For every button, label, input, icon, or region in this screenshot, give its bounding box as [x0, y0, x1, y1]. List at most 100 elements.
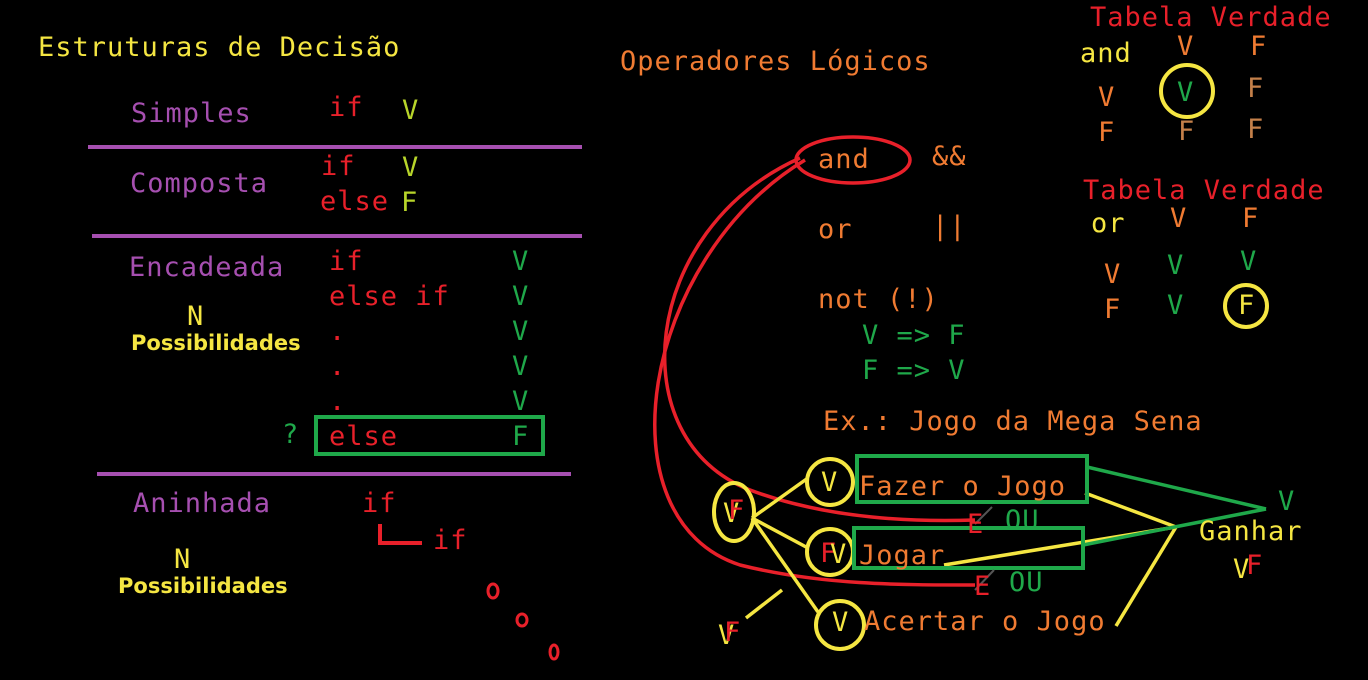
- encadeada-row-else: else: [329, 421, 399, 452]
- encadeada-value-4: V: [512, 351, 530, 382]
- bottom-left-f: F: [724, 617, 742, 648]
- circle-left-value: V: [723, 498, 741, 529]
- left-result-circle: [712, 481, 756, 543]
- ganhar-f-bottom: F: [1246, 550, 1264, 581]
- composta-label: Composta: [130, 168, 269, 199]
- and-cell-vf: F: [1247, 73, 1265, 104]
- composta-f: F: [401, 187, 419, 218]
- composta-v: V: [402, 152, 420, 183]
- ganhar-v-top: V: [1278, 486, 1296, 517]
- nested-if-bracket: [378, 524, 422, 545]
- link-jogar-ganhar-g: [1082, 507, 1267, 547]
- and-cell-fv: F: [1178, 116, 1196, 147]
- fazer-o-jogo: Fazer o Jogo: [859, 471, 1067, 502]
- or-result-circle: [1223, 283, 1269, 329]
- bottom-left-v: V: [718, 620, 736, 651]
- or-col-header-v: V: [1170, 203, 1188, 234]
- op-not: not (!): [818, 284, 939, 315]
- acertar-circle: [814, 599, 866, 651]
- link-fazer-ganhar-g: [1086, 465, 1267, 511]
- ou-1: OU: [1005, 505, 1040, 536]
- and-row-header-f: F: [1098, 117, 1116, 148]
- composta-if: if: [321, 151, 356, 182]
- else-highlight-box: [314, 415, 545, 456]
- link-left-fazer: [750, 476, 810, 520]
- circle-left-red: F: [728, 495, 746, 526]
- and-table-title: Tabela Verdade: [1090, 2, 1332, 33]
- simples-v: V: [402, 95, 420, 126]
- curve-to-e2: [653, 158, 976, 587]
- circle-fazer-value: V: [821, 467, 839, 498]
- encadeada-value-3: V: [512, 316, 530, 347]
- and-cell-ff: F: [1247, 114, 1265, 145]
- op-or-symbol: ||: [932, 211, 967, 242]
- encadeada-row-dot-2: .: [329, 351, 347, 382]
- encadeada-row-dot-3: .: [329, 386, 347, 417]
- left-title: Estruturas de Decisão: [38, 32, 401, 63]
- circle-jogar-red: F: [820, 538, 838, 569]
- fazer-box: [855, 454, 1089, 504]
- or-row-header-f: F: [1104, 294, 1122, 325]
- and-result-circle: [1159, 63, 1215, 119]
- jogar-box: [852, 526, 1085, 570]
- and-cell-vv: V: [1177, 77, 1195, 108]
- encadeada-value-6: F: [512, 421, 530, 452]
- link-fazer-ganhar-y: [1084, 491, 1177, 529]
- ganhar-v-bottom: V: [1233, 554, 1251, 585]
- op-and-symbol: &&: [932, 141, 967, 172]
- dot-2: [515, 612, 529, 628]
- encadeada-row-else-if: else if: [329, 281, 450, 312]
- encadeada-value-5: V: [512, 386, 530, 417]
- acertar-o-jogo: Acertar o Jogo: [864, 606, 1106, 637]
- encadeada-possibilidades: Possibilidades: [131, 331, 301, 355]
- circle-jogar-value: V: [830, 539, 848, 570]
- or-cell-fv: V: [1167, 290, 1185, 321]
- simples-if: if: [329, 92, 364, 123]
- not-rule-2: F => V: [862, 355, 966, 386]
- example-title: Ex.: Jogo da Mega Sena: [823, 406, 1203, 437]
- op-or: or: [818, 214, 853, 245]
- aninhada-if-outer: if: [362, 488, 397, 519]
- and-row-header-v: V: [1098, 82, 1116, 113]
- jogar: Jogar: [859, 540, 946, 571]
- aninhada-label: Aninhada: [133, 488, 272, 519]
- link-bottom-v: [744, 588, 784, 620]
- link-left-jogar: [751, 516, 809, 550]
- aninhada-possibilidades: Possibilidades: [118, 574, 288, 598]
- e-2: E: [974, 571, 992, 602]
- dot-3: [548, 643, 560, 661]
- dot-1: [486, 582, 500, 600]
- or-cell-vv: V: [1167, 250, 1185, 281]
- encadeada-value-1: V: [512, 246, 530, 277]
- aninhada-if-inner: if: [433, 525, 468, 556]
- curve-to-e1: [662, 156, 976, 523]
- slash-e2: [974, 569, 995, 591]
- ganhar: Ganhar: [1199, 516, 1303, 547]
- or-table-op: or: [1091, 208, 1126, 239]
- or-cell-vf: V: [1240, 246, 1258, 277]
- middle-title: Operadores Lógicos: [620, 46, 931, 77]
- composta-else: else: [320, 186, 390, 217]
- or-table-title: Tabela Verdade: [1083, 175, 1325, 206]
- encadeada-question: ?: [282, 419, 300, 450]
- e-1: E: [967, 509, 985, 540]
- encadeada-value-2: V: [512, 281, 530, 312]
- encadeada-row-dot-1: .: [329, 316, 347, 347]
- simples-label: Simples: [131, 98, 252, 129]
- or-cell-ff: F: [1238, 290, 1256, 321]
- or-col-header-f: F: [1242, 203, 1260, 234]
- ou-2: OU: [1009, 567, 1044, 598]
- encadeada-n: N: [187, 301, 205, 332]
- and-col-header-f: F: [1250, 31, 1268, 62]
- and-table-op: and: [1080, 38, 1132, 69]
- aninhada-n: N: [174, 544, 192, 575]
- link-left-acertar: [750, 516, 820, 614]
- slash-e1: [974, 506, 993, 525]
- op-and: and: [818, 144, 870, 175]
- encadeada-row-if: if: [329, 246, 364, 277]
- and-col-header-v: V: [1177, 31, 1195, 62]
- encadeada-label: Encadeada: [129, 252, 285, 283]
- not-rule-1: V => F: [862, 320, 966, 351]
